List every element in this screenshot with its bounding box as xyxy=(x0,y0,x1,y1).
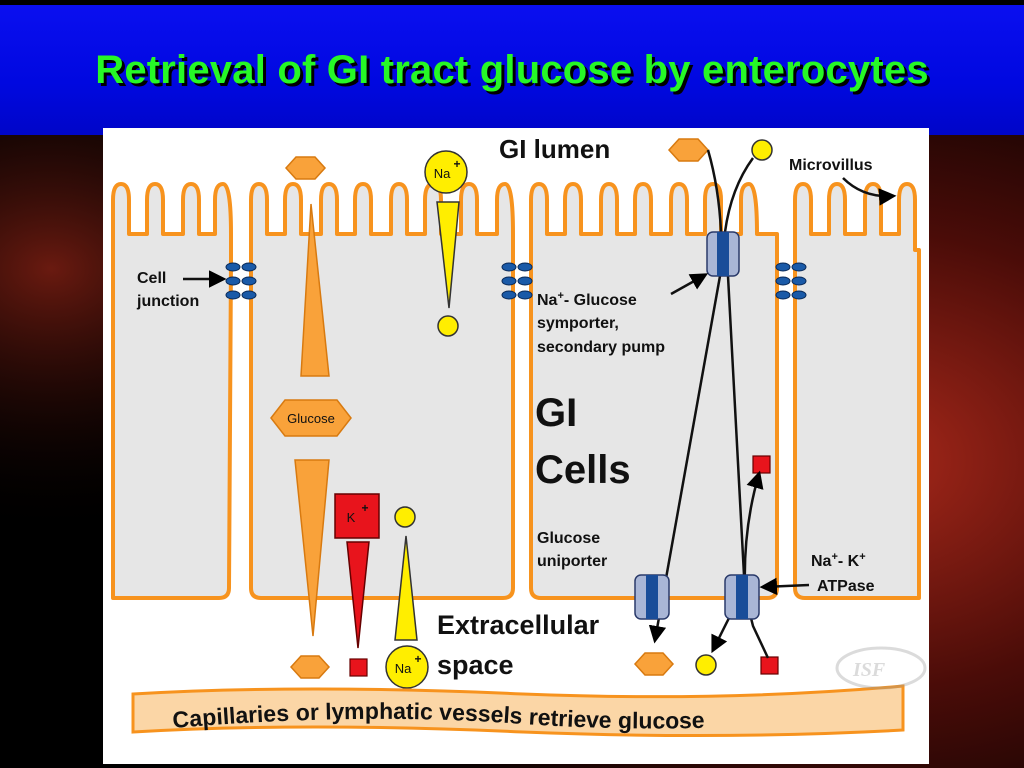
gi-cell-2 xyxy=(249,182,515,600)
microvillus-label: Microvillus xyxy=(789,157,873,174)
svg-text:Na: Na xyxy=(434,166,451,181)
potassium-gradient-wedge xyxy=(346,541,370,649)
sodium-gradient-wedge-bottom xyxy=(394,535,418,641)
gi-cells-label: GI Cells xyxy=(535,391,631,492)
extracellular-label: Extracellular space xyxy=(437,610,607,680)
sodium-ion-small xyxy=(394,506,416,528)
gi-cell-4 xyxy=(793,182,921,600)
svg-text:+: + xyxy=(414,652,421,666)
cell-junction-left xyxy=(225,262,257,300)
potassium-ion-extracellular xyxy=(349,658,368,677)
title-bar xyxy=(0,5,1024,135)
potassium-ion-cell: K + xyxy=(334,493,380,539)
glucose-molecule-lumen xyxy=(284,156,327,180)
atpase-label: Na+- K+ ATPase xyxy=(811,547,875,595)
potassium-ion-cell-right xyxy=(752,455,771,474)
svg-text:K: K xyxy=(347,510,356,525)
uniporter-label: Glucose uniporter xyxy=(537,530,607,570)
glucose-molecule-extracellular-left xyxy=(289,655,331,679)
sodium-ion-lumen-right xyxy=(751,139,773,161)
na-glucose-symporter xyxy=(706,231,740,277)
glucose-molecule-cell: Glucose xyxy=(270,399,352,437)
slide-title: Retrieval of GI tract glucose by enteroc… xyxy=(95,48,929,92)
na-k-atpase xyxy=(724,574,760,620)
cell-junction-label: Cell junction xyxy=(136,270,199,310)
gi-cell-3 xyxy=(529,182,779,600)
sodium-ion-extracellular: Na + xyxy=(385,645,429,689)
svg-text:ISF: ISF xyxy=(852,659,886,681)
sodium-ion-lumen: Na + xyxy=(424,150,468,194)
isf-watermark-logo: ISF xyxy=(835,646,927,690)
glucose-label: Glucose xyxy=(287,411,335,426)
svg-text:Na: Na xyxy=(395,661,412,676)
enterocyte-diagram: Glucose Na + Na + K + xyxy=(103,128,929,764)
cell-junction-middle xyxy=(501,262,533,300)
glucose-gradient-wedge xyxy=(294,203,330,637)
sodium-ion-extracellular-right xyxy=(695,654,717,676)
symporter-label: Na+- Glucose symporter, secondary pump xyxy=(537,290,665,356)
svg-text:+: + xyxy=(453,157,460,171)
potassium-ion-extracellular-right xyxy=(760,656,779,675)
glucose-uniporter xyxy=(634,574,670,620)
sodium-ion-cell xyxy=(437,315,459,337)
capillaries-banner: Capillaries or lymphatic vessels retriev… xyxy=(131,684,905,738)
gi-cell-1 xyxy=(111,182,233,600)
sodium-gradient-wedge-top xyxy=(436,201,460,309)
glucose-molecule-extracellular-right xyxy=(633,652,675,676)
label-arrows xyxy=(183,177,897,596)
gi-lumen-label: GI lumen xyxy=(499,134,610,164)
svg-text:+: + xyxy=(361,501,368,515)
cell-junction-right xyxy=(775,262,807,300)
